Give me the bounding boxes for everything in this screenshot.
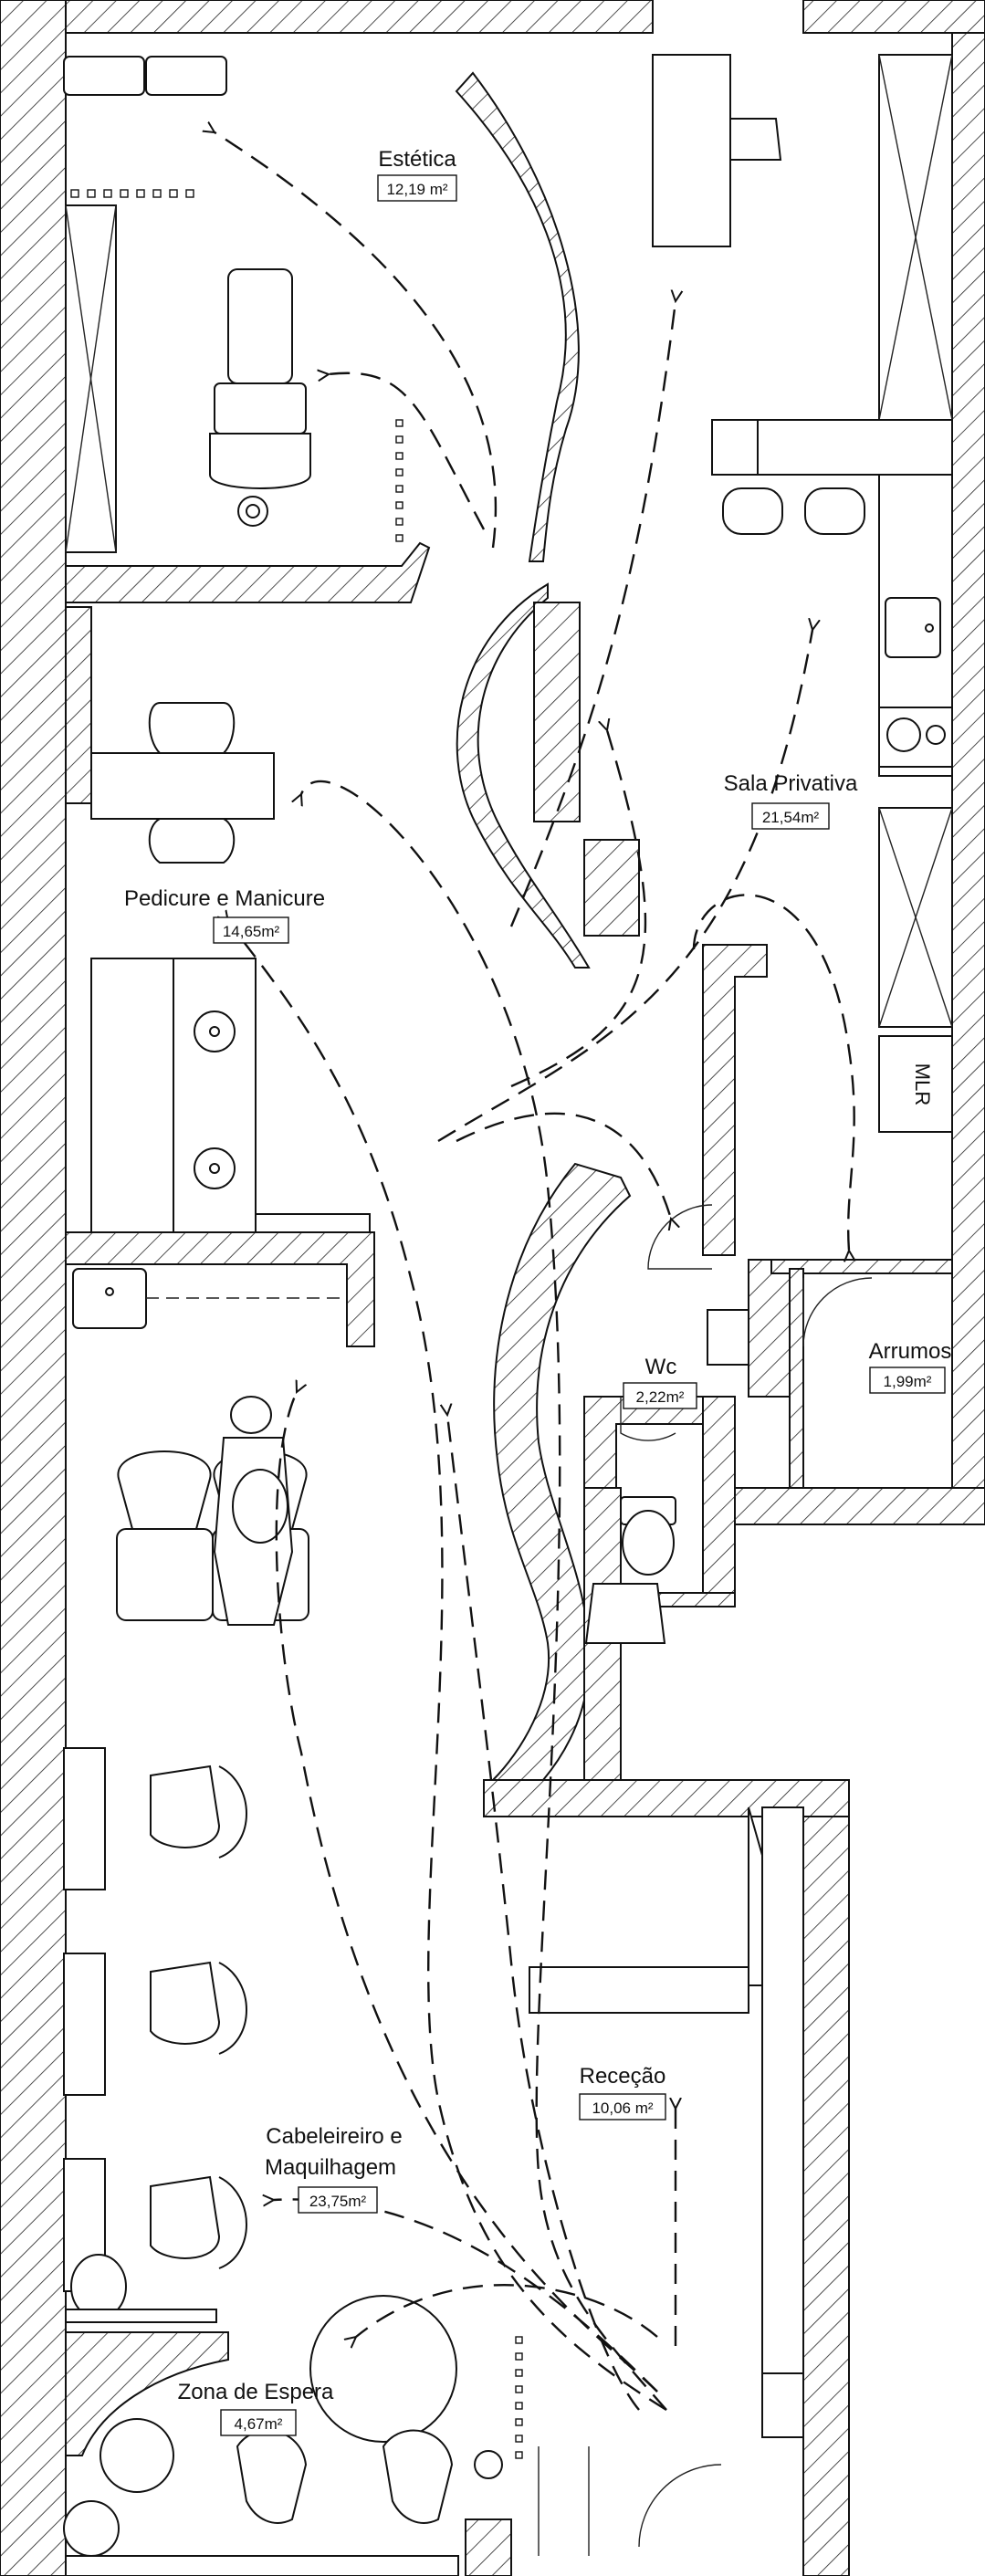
room-label-pedicure: Pedicure e Manicure 14,65m² <box>124 886 325 944</box>
room-name-line1: Cabeleireiro e <box>266 2124 402 2149</box>
room-name: Arrumos <box>869 1339 952 1364</box>
internal-walls <box>65 71 953 2576</box>
pedicure-furniture <box>72 702 371 1329</box>
room-label-rececao: Receção 10,06 m² <box>579 2064 666 2120</box>
room-label-arrumos: Arrumos 1,99m² <box>869 1339 952 1394</box>
mlr-label: MLR <box>911 1063 934 1105</box>
room-area: 10,06 m² <box>592 2100 653 2117</box>
cabeleireiro-furniture <box>63 1396 309 2323</box>
estetica-furniture <box>63 56 311 553</box>
room-area: 1,99m² <box>884 1373 932 1390</box>
room-name: Wc <box>645 1355 677 1379</box>
room-area: 12,19 m² <box>386 181 447 198</box>
room-area: 21,54m² <box>762 809 820 826</box>
boundary-dots <box>70 189 523 2459</box>
room-area: 14,65m² <box>223 923 280 940</box>
room-name-line2: Maquilhagem <box>265 2155 396 2180</box>
room-label-sala-privativa: Sala Privativa 21,54m² <box>724 771 858 830</box>
wc-fixtures <box>620 1204 873 1576</box>
room-label-cabeleireiro: Cabeleireiro e Maquilhagem 23,75m² <box>265 2124 403 2214</box>
room-label-espera: Zona de Espera 4,67m² <box>178 2380 334 2436</box>
room-area: 4,67m² <box>235 2415 283 2433</box>
room-name: Receção <box>580 2064 666 2089</box>
room-label-estetica: Estética 12,19 m² <box>377 147 457 202</box>
espera-furniture <box>63 2295 503 2576</box>
room-area: 2,22m² <box>636 1388 685 1406</box>
room-name: Estética <box>378 147 456 172</box>
circulation-paths <box>215 132 854 2412</box>
room-name: Zona de Espera <box>178 2380 334 2404</box>
sala-privativa-furniture <box>652 54 953 1133</box>
rececao-furniture <box>529 1583 804 2556</box>
room-name: Pedicure e Manicure <box>124 886 325 911</box>
room-area: 23,75m² <box>309 2193 367 2210</box>
room-name: Sala Privativa <box>724 771 858 796</box>
room-label-wc: Wc 2,22m² <box>623 1355 697 1409</box>
